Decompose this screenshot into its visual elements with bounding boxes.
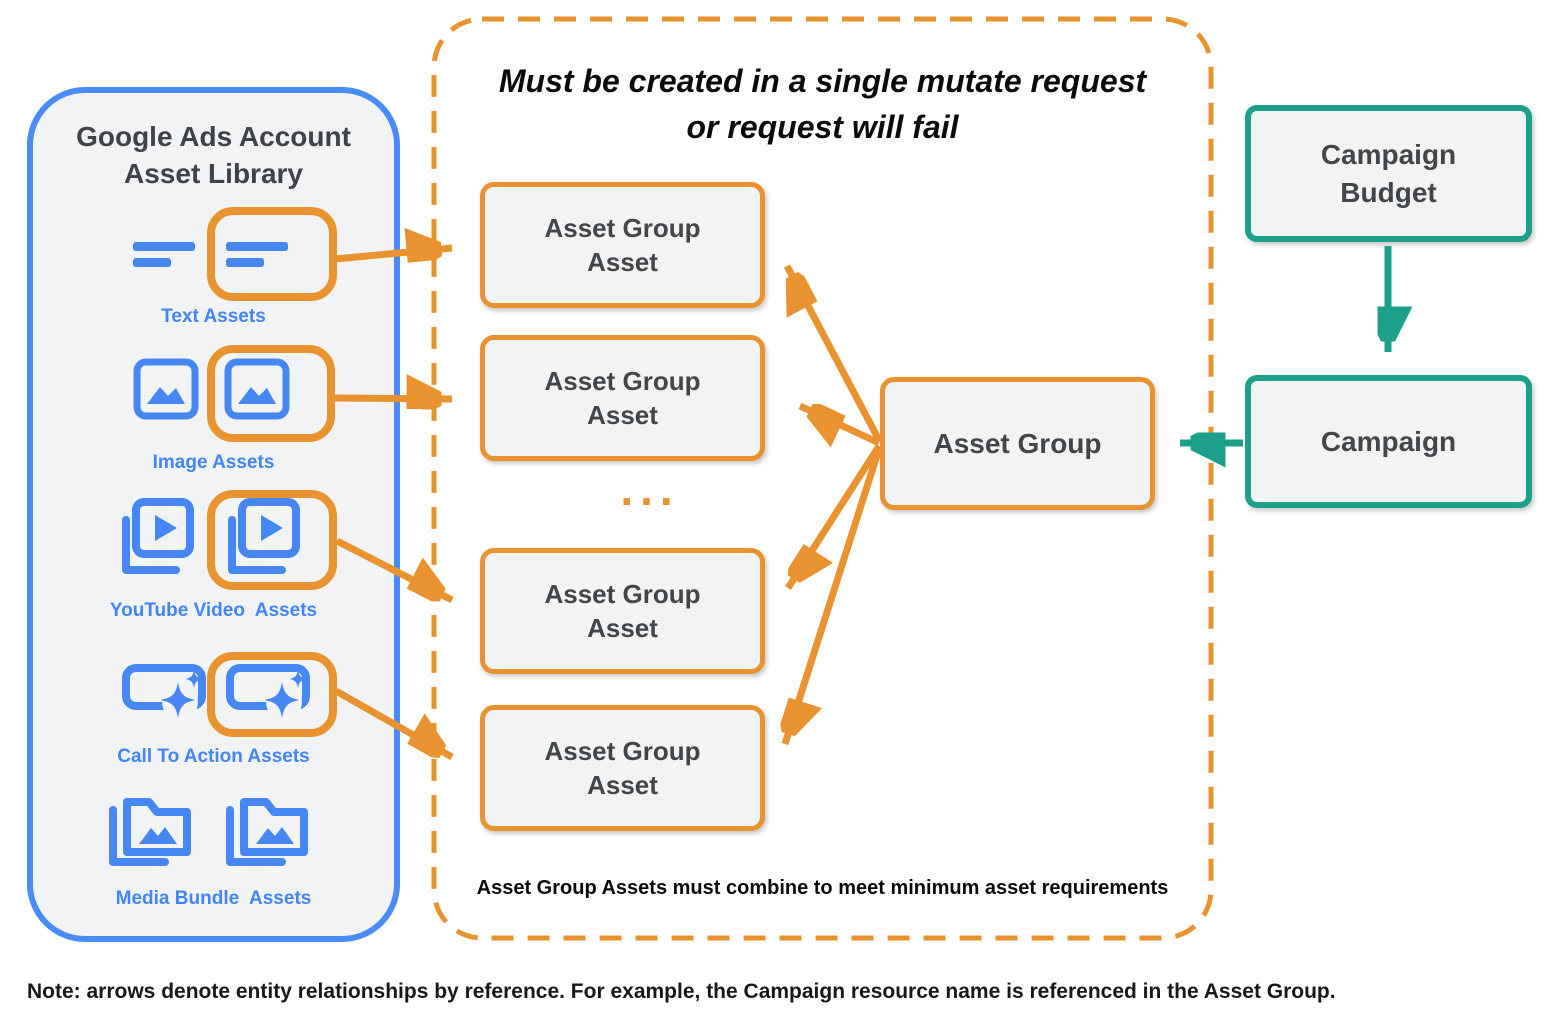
- youtube-video-highlight-ring: [207, 490, 337, 590]
- library-title-line2: Asset Library: [124, 158, 303, 189]
- media-bundle-asset-icon-2: [222, 786, 322, 870]
- text-assets-label: Text Assets: [161, 306, 266, 327]
- arrow-assetgroup-to-asset4: [785, 447, 883, 746]
- asset-group-asset-box-3: Asset Group Asset: [480, 548, 765, 674]
- campaign-budget-box: Campaign Budget: [1245, 105, 1532, 242]
- call-to-action-highlight-ring: [207, 652, 337, 737]
- more-assets-ellipsis: ...: [620, 463, 680, 515]
- call-to-action-asset-icon: [122, 662, 206, 720]
- asset-group-asset-box-2: Asset Group Asset: [480, 335, 765, 461]
- image-asset-highlight-ring: [207, 345, 335, 442]
- youtube-video-asset-icon-highlighted: [224, 498, 302, 578]
- library-title: Google Ads Account Asset Library: [27, 118, 400, 192]
- campaign-box: Campaign: [1245, 375, 1532, 508]
- call-to-action-assets-label: Call To Action Assets: [117, 746, 310, 767]
- call-to-action-asset-icon-highlighted: [226, 662, 310, 720]
- arrow-assetgroup-to-asset1: [783, 264, 883, 442]
- text-asset-icon-highlighted: [226, 240, 292, 270]
- text-asset-highlight-ring: [207, 207, 337, 301]
- youtube-video-assets-label: YouTube Video Assets: [109, 600, 318, 621]
- media-bundle-asset-icon: [105, 786, 205, 870]
- asset-group-box: Asset Group: [880, 377, 1155, 510]
- mutate-request-title-line1: Must be created in a single mutate reque…: [498, 63, 1147, 99]
- text-asset-icon: [133, 240, 199, 270]
- mutate-request-title: Must be created in a single mutate reque…: [434, 58, 1211, 150]
- footnote: Note: arrows denote entity relationships…: [27, 980, 1336, 1003]
- asset-group-asset-box-4: Asset Group Asset: [480, 705, 765, 831]
- image-asset-icon: [133, 358, 199, 420]
- mutate-request-title-line2: or request will fail: [686, 109, 959, 145]
- image-asset-icon-highlighted: [224, 358, 290, 420]
- media-bundle-assets-label: Media Bundle Assets: [115, 888, 312, 909]
- youtube-video-asset-icon: [118, 498, 196, 578]
- arrow-assetgroup-to-asset3: [785, 444, 882, 588]
- image-assets-label: Image Assets: [152, 452, 275, 473]
- minimum-requirements-caption: Asset Group Assets must combine to meet …: [476, 877, 1169, 899]
- asset-group-asset-box-1: Asset Group Asset: [480, 182, 765, 308]
- arrow-assetgroup-to-asset2: [798, 402, 881, 443]
- library-title-line1: Google Ads Account: [76, 121, 351, 152]
